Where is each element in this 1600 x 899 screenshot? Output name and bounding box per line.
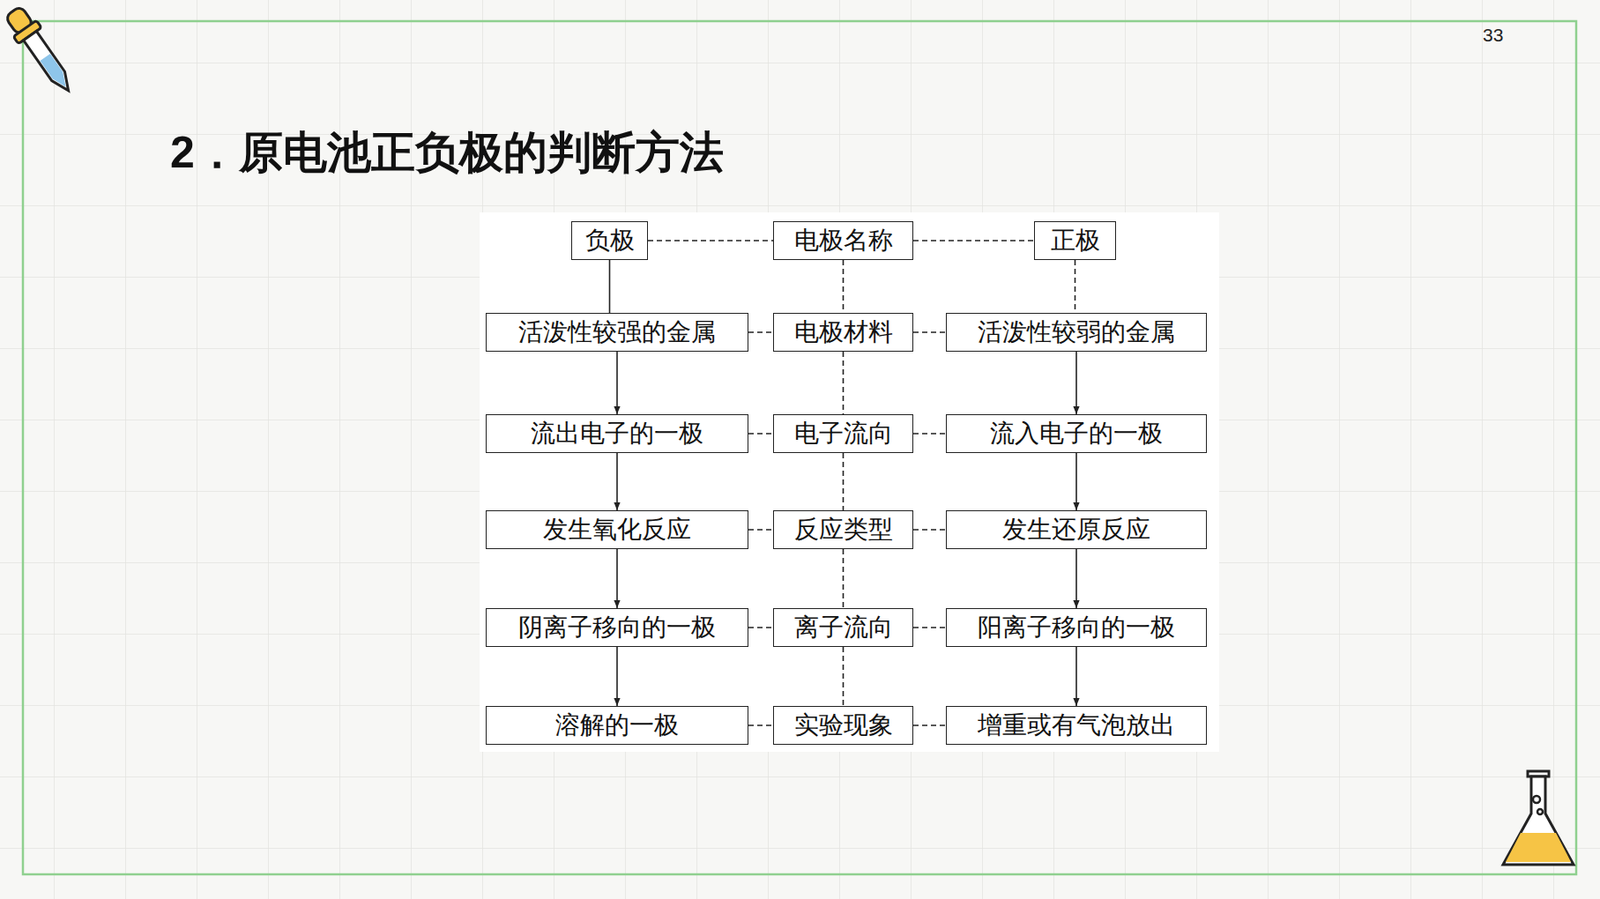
box-text: 活泼性较弱的金属 xyxy=(977,319,1176,347)
flow-box: 负极 xyxy=(571,221,648,261)
flask-icon xyxy=(1503,771,1574,865)
box-text: 阴离子移向的一极 xyxy=(518,614,716,642)
flow-connector xyxy=(1075,351,1078,415)
flow-connector xyxy=(616,647,618,707)
flow-connector xyxy=(913,528,946,531)
flow-connector xyxy=(842,260,845,313)
box-text: 电子流向 xyxy=(794,420,894,448)
box-text: 电极材料 xyxy=(794,319,894,347)
box-text: 增重或有气泡放出 xyxy=(977,712,1176,740)
flow-connector xyxy=(842,351,845,415)
flow-box: 溶解的一极 xyxy=(485,706,749,745)
flow-box: 阴离子移向的一极 xyxy=(485,608,749,648)
flow-connector xyxy=(616,549,618,609)
flow-connector xyxy=(913,331,946,334)
box-text: 流出电子的一极 xyxy=(530,420,704,448)
flow-box: 正极 xyxy=(1034,221,1117,261)
dropper-icon xyxy=(0,3,80,99)
flow-box: 发生氧化反应 xyxy=(485,510,749,550)
flow-box: 电极名称 xyxy=(773,221,914,261)
flow-connector xyxy=(1075,549,1078,609)
flow-box: 电极材料 xyxy=(773,312,914,352)
flow-connector xyxy=(647,239,774,242)
flow-box: 流出电子的一极 xyxy=(485,414,749,454)
flow-box: 电子流向 xyxy=(773,414,914,454)
flow-connector xyxy=(748,626,774,629)
flow-box: 活泼性较强的金属 xyxy=(485,312,749,352)
box-text: 负极 xyxy=(585,227,635,255)
box-text: 流入电子的一极 xyxy=(989,420,1163,448)
flow-connector xyxy=(616,453,618,511)
flow-connector xyxy=(1075,647,1078,707)
box-text: 溶解的一极 xyxy=(555,712,679,740)
flow-connector xyxy=(842,549,845,609)
flow-box: 活泼性较弱的金属 xyxy=(945,312,1207,352)
flow-connector xyxy=(913,626,946,629)
box-text: 发生氧化反应 xyxy=(543,516,692,544)
flow-box: 增重或有气泡放出 xyxy=(945,706,1207,745)
page-number: 33 xyxy=(1482,24,1504,46)
flow-connector xyxy=(842,647,845,707)
diagram-panel xyxy=(479,212,1220,752)
flow-box: 离子流向 xyxy=(773,608,914,648)
flow-box: 实验现象 xyxy=(773,706,914,745)
flow-connector xyxy=(748,432,774,435)
flow-connector xyxy=(748,528,774,531)
flow-box: 反应类型 xyxy=(773,510,914,550)
flow-connector xyxy=(609,260,611,313)
green-frame xyxy=(22,21,1577,875)
flow-box: 阳离子移向的一极 xyxy=(945,608,1207,648)
flow-connector xyxy=(616,351,618,415)
slide-title: 2．原电池正负极的判断方法 xyxy=(170,123,724,183)
box-text: 反应类型 xyxy=(794,516,894,544)
flow-connector xyxy=(913,432,946,435)
flow-connector xyxy=(1074,260,1077,313)
flow-box: 发生还原反应 xyxy=(945,510,1207,550)
flow-connector xyxy=(1075,453,1078,511)
flow-connector xyxy=(913,239,1035,242)
box-text: 发生还原反应 xyxy=(1002,516,1151,544)
box-text: 阳离子移向的一极 xyxy=(977,614,1176,642)
box-text: 电极名称 xyxy=(794,227,894,255)
flow-box: 流入电子的一极 xyxy=(945,414,1207,454)
box-text: 正极 xyxy=(1050,227,1101,255)
box-text: 实验现象 xyxy=(794,712,894,740)
flow-connector xyxy=(842,453,845,511)
flow-connector xyxy=(748,724,774,727)
box-text: 离子流向 xyxy=(794,614,894,642)
flow-connector xyxy=(748,331,774,334)
box-text: 活泼性较强的金属 xyxy=(518,319,716,347)
flow-connector xyxy=(913,724,946,727)
